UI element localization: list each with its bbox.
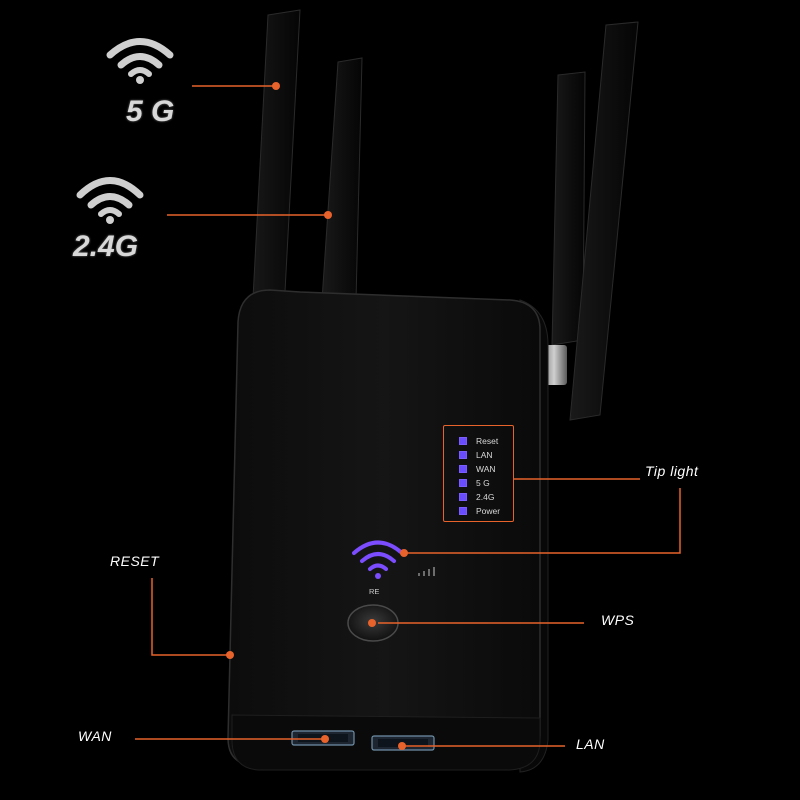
- led-row-24g: 2.4G: [444, 492, 494, 502]
- led-label: WAN: [476, 464, 496, 474]
- callout-dots: [226, 82, 408, 750]
- re-wifi-icon: [352, 540, 404, 579]
- led-indicator: [459, 493, 467, 501]
- led-indicator: [459, 437, 467, 445]
- antenna-right-outer: [569, 21, 639, 421]
- antenna-left-inner: [321, 57, 363, 301]
- callout-label-wps: WPS: [601, 612, 635, 628]
- wifi-5g-icon: [106, 38, 174, 84]
- led-indicator-panel: Reset LAN WAN 5 G 2.4G Power: [443, 425, 514, 522]
- led-row-power: Power: [444, 506, 500, 516]
- callout-lines: [135, 85, 681, 747]
- callout-label-wan: WAN: [78, 728, 112, 744]
- led-row-5g: 5 G: [444, 478, 490, 488]
- led-label: 5 G: [476, 478, 490, 488]
- led-row-lan: LAN: [444, 450, 493, 460]
- antenna-right-inner: [551, 71, 586, 346]
- led-label: Reset: [476, 436, 499, 446]
- led-indicator: [459, 465, 467, 473]
- band-label-24g: 2.4G: [73, 230, 139, 263]
- led-label: LAN: [476, 450, 493, 460]
- led-indicator: [459, 507, 467, 515]
- band-label-5g: 5 G: [126, 95, 175, 128]
- callout-label-tip-light: Tip light: [645, 463, 699, 479]
- callout-label-lan: LAN: [576, 736, 605, 752]
- led-row-wan: WAN: [444, 464, 496, 474]
- led-row-reset: Reset: [444, 436, 498, 446]
- led-label: 2.4G: [476, 492, 495, 502]
- led-label: Power: [476, 506, 501, 516]
- callout-label-reset: RESET: [110, 553, 160, 569]
- signal-bars-icon: [418, 567, 435, 576]
- device-body: [227, 289, 541, 766]
- re-label: RE: [369, 587, 380, 596]
- led-indicator: [459, 451, 467, 459]
- wifi-24g-icon: [76, 177, 144, 224]
- led-indicator: [459, 479, 467, 487]
